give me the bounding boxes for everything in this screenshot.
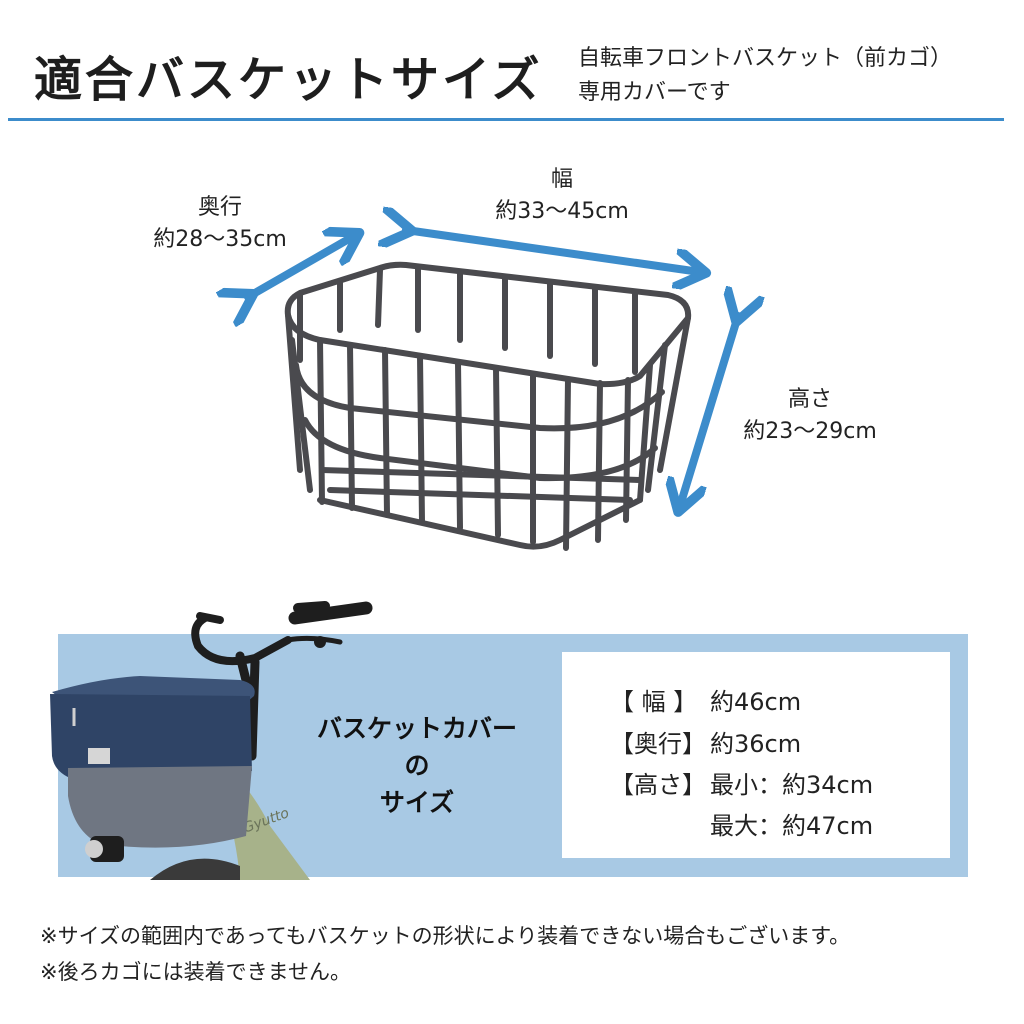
spec-key: 【奥行】 — [610, 730, 706, 758]
subtitle-line-1: 自転車フロントバスケット（前カゴ） — [578, 46, 953, 71]
width-dimension-label: 幅 約33〜45cm — [462, 164, 662, 228]
cover-heading-line-1: バスケットカバー — [316, 714, 517, 743]
cover-heading-line-3: サイズ — [379, 788, 455, 817]
depth-value: 約28〜35cm — [153, 227, 287, 252]
width-value: 約33〜45cm — [495, 199, 629, 224]
depth-arrow — [248, 236, 354, 297]
height-label: 高さ — [787, 387, 832, 412]
height-arrow — [680, 316, 738, 506]
height-dimension-label: 高さ 約23〜29cm — [710, 384, 910, 448]
depth-dimension-label: 奥行 約28〜35cm — [120, 192, 320, 256]
subtitle-line-2: 専用カバーです — [578, 80, 731, 105]
depth-label: 奥行 — [197, 195, 242, 220]
cover-tag — [88, 748, 110, 764]
page-subtitle: 自転車フロントバスケット（前カゴ） 専用カバーです — [578, 42, 952, 110]
note-fit-warning: ※サイズの範囲内であってもバスケットの形状により装着できない場合もございます。 — [40, 924, 851, 948]
bike-with-cover-photo: Gyutto — [50, 601, 373, 880]
spec-value: 最大：約47cm — [710, 812, 874, 840]
basket-illustration — [284, 261, 692, 551]
note-rear-basket: ※後ろカゴには装着できません。 — [40, 960, 351, 984]
front-wheel — [150, 858, 240, 880]
cover-spec-box: 【 幅 】 約46cm 【奥行】 約36cm 【高さ】 最小：約34cm 最大：… — [562, 652, 950, 858]
spec-value: 最小：約34cm — [710, 771, 874, 799]
spec-value: 約46cm — [710, 688, 802, 716]
cover-heading-line-2: の — [404, 751, 430, 780]
page-title: 適合バスケットサイズ — [34, 52, 543, 108]
spec-key: 【高さ】 — [610, 771, 706, 799]
cover-navy-body — [50, 694, 252, 778]
cover-gray-skirt — [68, 766, 252, 848]
width-arrow — [406, 230, 700, 272]
cover-size-heading: バスケットカバー の サイズ — [282, 710, 552, 821]
width-label: 幅 — [550, 167, 573, 192]
basket-diagram — [0, 0, 1024, 551]
spec-value: 約36cm — [710, 730, 802, 758]
header-divider — [8, 118, 1004, 121]
spec-key: 【 幅 】 — [610, 688, 698, 716]
height-value: 約23〜29cm — [743, 419, 877, 444]
